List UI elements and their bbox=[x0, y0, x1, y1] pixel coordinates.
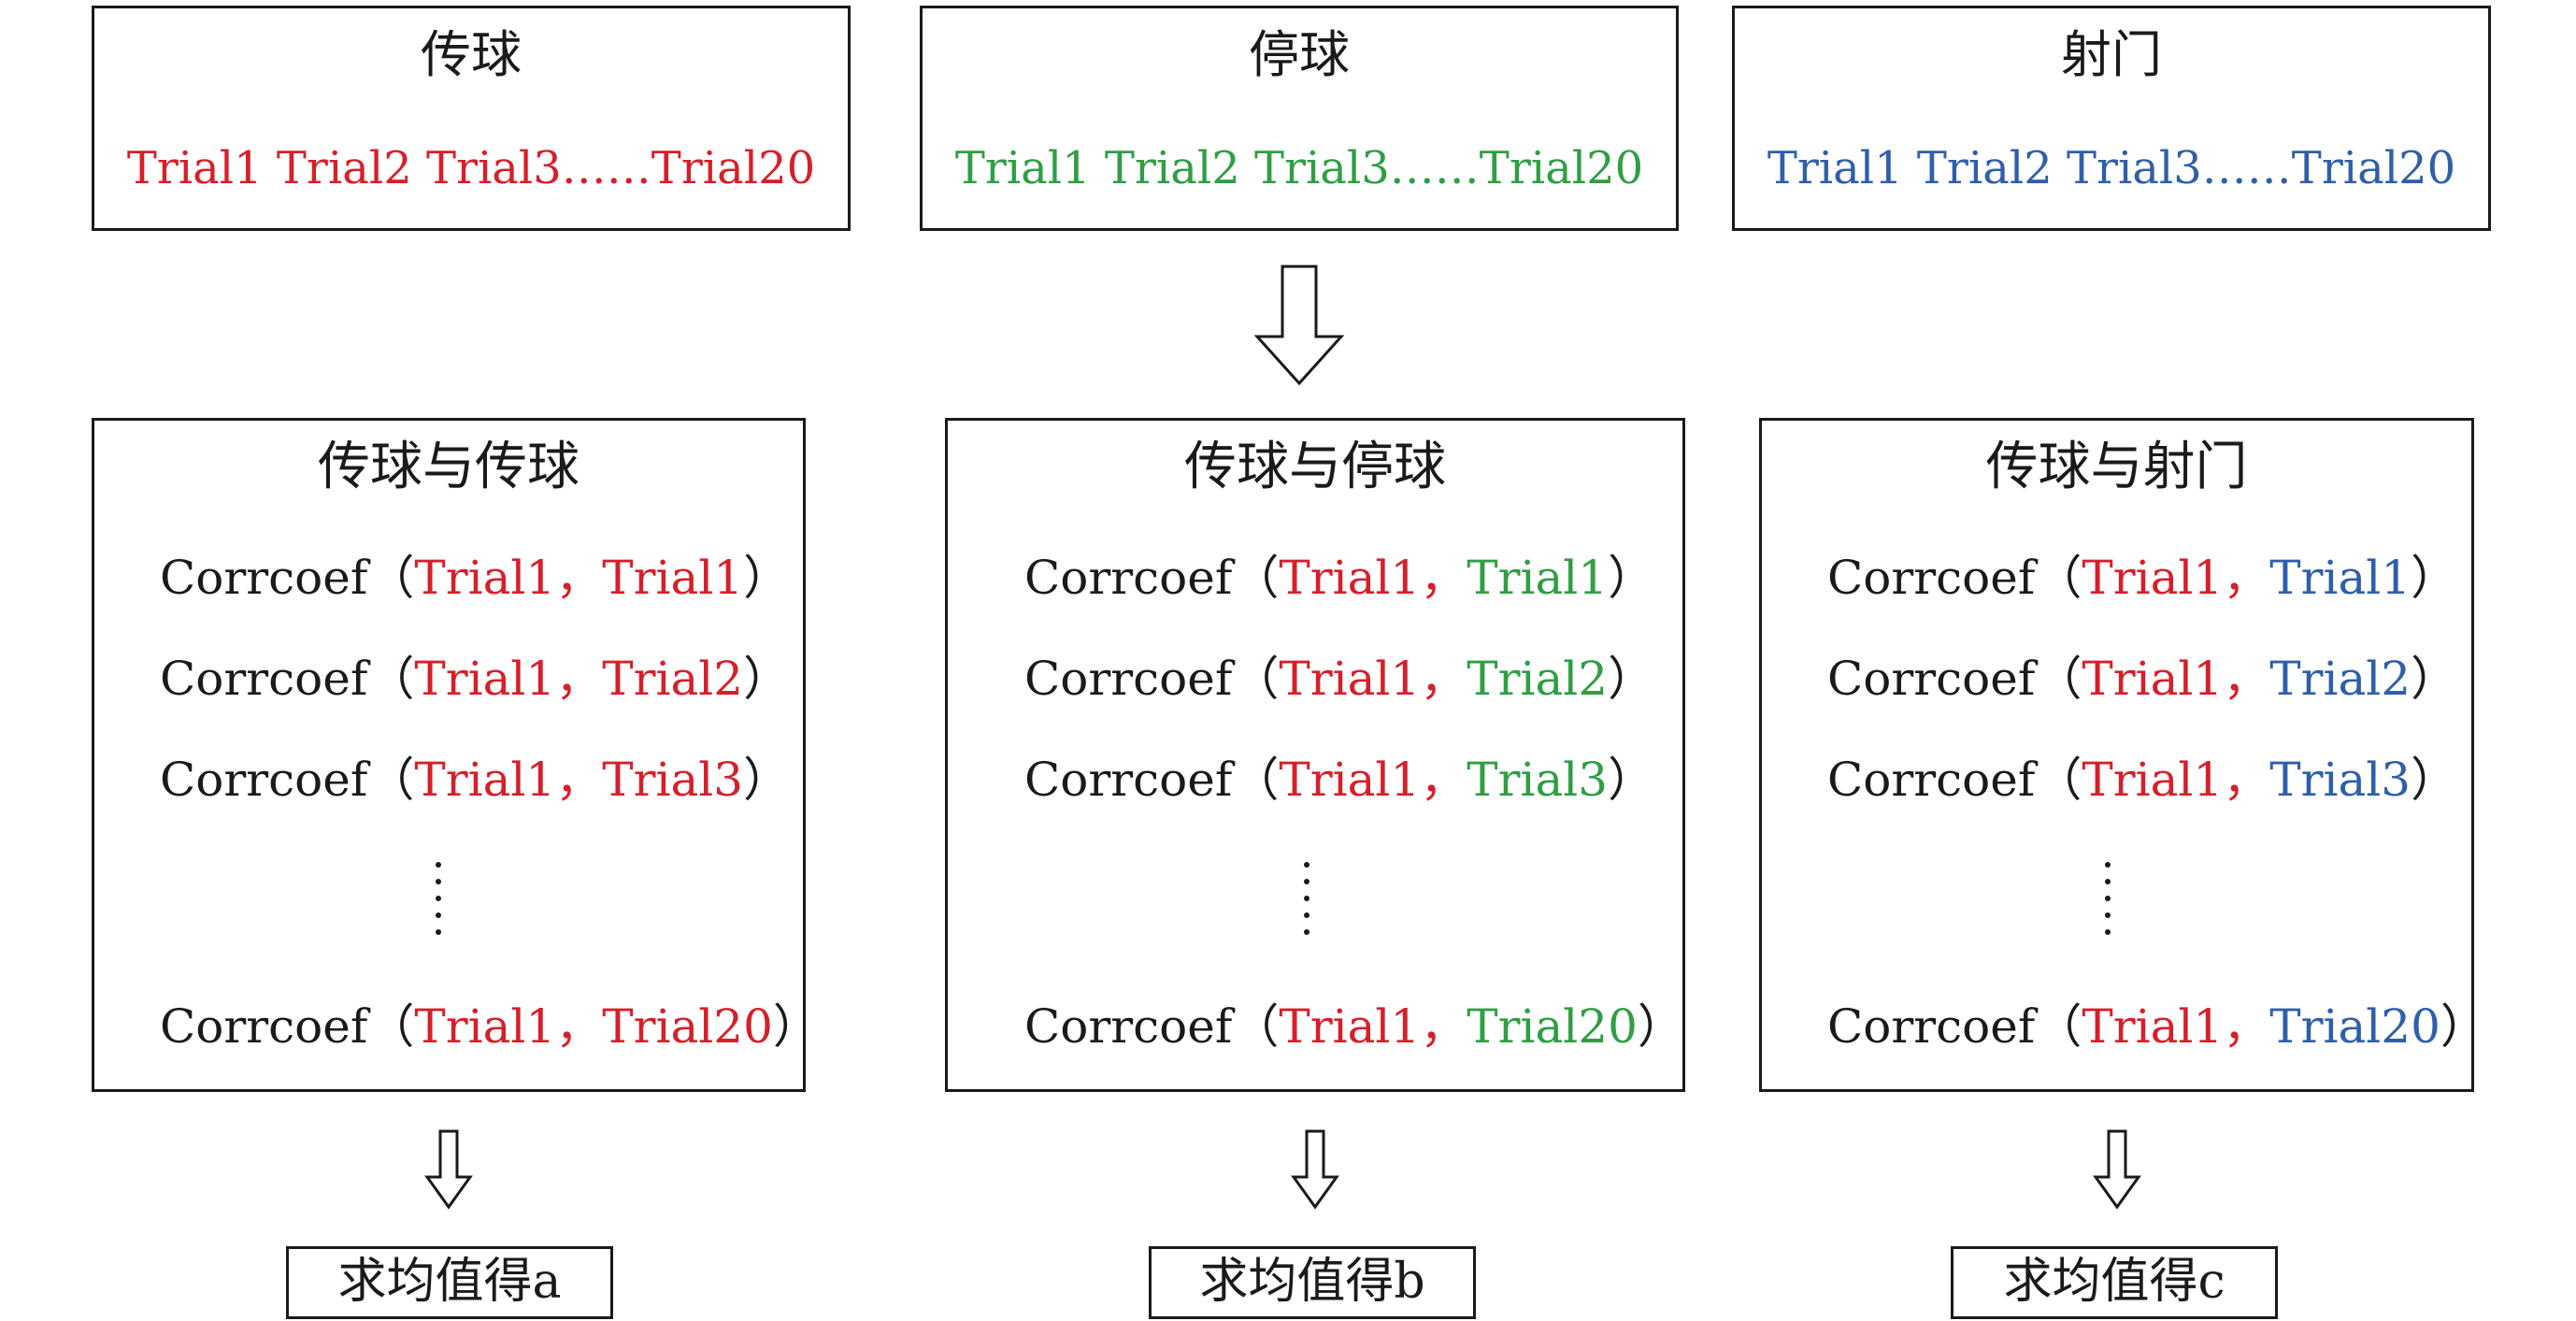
corrcoef-prefix: Corrcoef（ bbox=[1827, 652, 2082, 706]
trial-a: Trial1 bbox=[414, 753, 556, 807]
trial-b: Trial3 bbox=[1467, 753, 1609, 807]
separator: ， bbox=[2223, 652, 2270, 706]
close-paren: ） bbox=[1637, 999, 1684, 1054]
close-paren: ） bbox=[1608, 753, 1655, 807]
top-box-title: 停球 bbox=[1249, 25, 1350, 84]
ellipsis-dots bbox=[436, 862, 441, 946]
close-paren: ） bbox=[772, 999, 820, 1054]
corrcoef-row: Corrcoef（Trial1，Trial20） bbox=[1827, 998, 2487, 1055]
corrcoef-prefix: Corrcoef（ bbox=[1024, 999, 1280, 1054]
top-box-trials: Trial1 Trial2 Trial3……Trial20 bbox=[954, 142, 1644, 194]
close-paren: ） bbox=[2411, 753, 2458, 807]
corrcoef-prefix: Corrcoef（ bbox=[160, 999, 415, 1054]
trial-b: Trial1 bbox=[2269, 551, 2411, 605]
trial-b: Trial20 bbox=[1467, 999, 1638, 1054]
corrcoef-row: Corrcoef（Trial1，Trial2） bbox=[160, 651, 790, 707]
trial-a: Trial1 bbox=[1279, 652, 1421, 706]
top-box-title: 传球 bbox=[421, 25, 522, 84]
corrcoef-row: Corrcoef（Trial1，Trial1） bbox=[1827, 550, 2457, 606]
close-paren: ） bbox=[743, 652, 791, 706]
trial-a: Trial1 bbox=[414, 652, 556, 706]
mid-box-pass-trap: 传球与停球 Corrcoef（Trial1，Trial1） Corrcoef（T… bbox=[945, 418, 1685, 1092]
corrcoef-row: Corrcoef（Trial1，Trial3） bbox=[1024, 752, 1654, 808]
separator: ， bbox=[1420, 999, 1467, 1054]
trial-a: Trial1 bbox=[2082, 652, 2224, 706]
corrcoef-row: Corrcoef（Trial1，Trial1） bbox=[160, 550, 790, 606]
top-box-shoot: 射门 Trial1 Trial2 Trial3……Trial20 bbox=[1732, 6, 2491, 231]
separator: ， bbox=[2223, 999, 2270, 1054]
down-arrow-icon bbox=[424, 1129, 473, 1210]
mid-box-title: 传球与停球 bbox=[1184, 437, 1446, 497]
mid-box-pass-pass: 传球与传球 Corrcoef（Trial1，Trial1） Corrcoef（T… bbox=[92, 418, 820, 1092]
corrcoef-row: Corrcoef（Trial1，Trial2） bbox=[1024, 651, 1654, 707]
trial-b: Trial1 bbox=[1467, 551, 1609, 605]
separator: ， bbox=[555, 753, 603, 807]
corrcoef-prefix: Corrcoef（ bbox=[1827, 551, 2082, 605]
corrcoef-row: Corrcoef（Trial1，Trial20） bbox=[160, 998, 820, 1055]
close-paren: ） bbox=[1608, 551, 1655, 605]
corrcoef-prefix: Corrcoef（ bbox=[1827, 999, 2082, 1054]
separator: ， bbox=[2223, 551, 2270, 605]
trial-b: Trial3 bbox=[602, 753, 744, 807]
separator: ， bbox=[1420, 551, 1467, 605]
close-paren: ） bbox=[1608, 652, 1655, 706]
trial-a: Trial1 bbox=[414, 551, 556, 605]
separator: ， bbox=[555, 551, 603, 605]
down-arrow-icon bbox=[1253, 265, 1345, 386]
separator: ， bbox=[555, 999, 603, 1054]
result-box-c: 求均值得c bbox=[1951, 1246, 2278, 1319]
close-paren: ） bbox=[2411, 652, 2458, 706]
corrcoef-row: Corrcoef（Trial1，Trial3） bbox=[160, 752, 790, 808]
result-box-a: 求均值得a bbox=[286, 1246, 613, 1319]
corrcoef-prefix: Corrcoef（ bbox=[1827, 753, 2082, 807]
down-arrow-icon bbox=[2093, 1129, 2141, 1210]
corrcoef-prefix: Corrcoef（ bbox=[160, 652, 415, 706]
mid-box-title: 传球与射门 bbox=[1985, 437, 2248, 497]
top-box-trials: Trial1 Trial2 Trial3……Trial20 bbox=[1767, 142, 2456, 194]
top-box-title: 射门 bbox=[2061, 25, 2162, 84]
corrcoef-prefix: Corrcoef（ bbox=[1024, 551, 1280, 605]
trial-a: Trial1 bbox=[1279, 999, 1421, 1054]
separator: ， bbox=[1420, 652, 1467, 706]
close-paren: ） bbox=[2411, 551, 2458, 605]
separator: ， bbox=[555, 652, 603, 706]
trial-b: Trial2 bbox=[602, 652, 744, 706]
trial-a: Trial1 bbox=[2082, 551, 2224, 605]
ellipsis-dots bbox=[2105, 862, 2111, 946]
mid-box-title: 传球与传球 bbox=[318, 437, 580, 497]
down-arrow-icon bbox=[1291, 1129, 1339, 1210]
corrcoef-prefix: Corrcoef（ bbox=[1024, 652, 1280, 706]
result-box-b: 求均值得b bbox=[1149, 1246, 1476, 1319]
trial-b: Trial20 bbox=[2269, 999, 2440, 1054]
corrcoef-row: Corrcoef（Trial1，Trial2） bbox=[1827, 651, 2457, 707]
corrcoef-prefix: Corrcoef（ bbox=[160, 753, 415, 807]
separator: ， bbox=[2223, 753, 2270, 807]
trial-a: Trial1 bbox=[2082, 999, 2224, 1054]
trial-b: Trial1 bbox=[602, 551, 744, 605]
ellipsis-dots bbox=[1304, 862, 1309, 946]
trial-a: Trial1 bbox=[1279, 753, 1421, 807]
corrcoef-row: Corrcoef（Trial1，Trial20） bbox=[1024, 998, 1684, 1055]
trial-a: Trial1 bbox=[1279, 551, 1421, 605]
close-paren: ） bbox=[2440, 999, 2487, 1054]
corrcoef-prefix: Corrcoef（ bbox=[160, 551, 415, 605]
trial-a: Trial1 bbox=[2082, 753, 2224, 807]
corrcoef-row: Corrcoef（Trial1，Trial1） bbox=[1024, 550, 1654, 606]
trial-b: Trial2 bbox=[2269, 652, 2411, 706]
top-box-pass: 传球 Trial1 Trial2 Trial3……Trial20 bbox=[92, 6, 851, 231]
separator: ， bbox=[1420, 753, 1467, 807]
close-paren: ） bbox=[743, 551, 791, 605]
close-paren: ） bbox=[743, 753, 791, 807]
trial-b: Trial2 bbox=[1467, 652, 1609, 706]
trial-b: Trial20 bbox=[602, 999, 773, 1054]
top-box-trials: Trial1 Trial2 Trial3……Trial20 bbox=[126, 142, 816, 194]
corrcoef-row: Corrcoef（Trial1，Trial3） bbox=[1827, 752, 2457, 808]
corrcoef-prefix: Corrcoef（ bbox=[1024, 753, 1280, 807]
mid-box-pass-shoot: 传球与射门 Corrcoef（Trial1，Trial1） Corrcoef（T… bbox=[1759, 418, 2487, 1092]
top-box-trap: 停球 Trial1 Trial2 Trial3……Trial20 bbox=[920, 6, 1679, 231]
trial-a: Trial1 bbox=[414, 999, 556, 1054]
trial-b: Trial3 bbox=[2269, 753, 2411, 807]
